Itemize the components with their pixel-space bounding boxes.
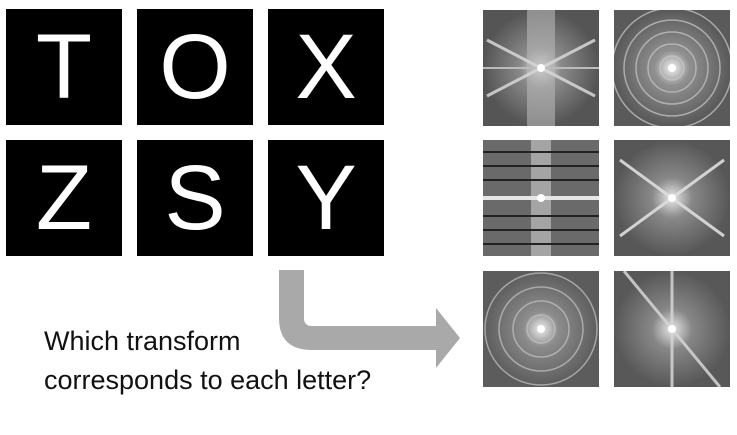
question-line-2: corresponds to each letter? (44, 365, 372, 395)
letter-label: X (295, 16, 357, 118)
letter-label: Z (35, 147, 93, 249)
letter-label: Y (295, 147, 357, 249)
letter-tile-4: Z (6, 140, 122, 256)
letter-tile-3: X (268, 9, 384, 125)
spectrum-image-2 (614, 10, 730, 126)
question-line-1: Which transform (44, 326, 241, 356)
spectrum-image-5 (483, 271, 599, 387)
letter-tile-1: T (6, 9, 122, 125)
letter-tile-5: S (137, 140, 253, 256)
question-text: Which transform corresponds to each lett… (44, 322, 371, 400)
letter-label: T (35, 16, 93, 118)
spectrum-image-6 (614, 271, 730, 387)
spectrum-image-3 (483, 140, 599, 256)
spectrum-image-1 (483, 10, 599, 126)
letter-label: S (164, 147, 226, 249)
letter-label: O (159, 16, 231, 118)
spectrum-image-4 (614, 140, 730, 256)
letter-tile-2: O (137, 9, 253, 125)
letter-tile-6: Y (268, 140, 384, 256)
